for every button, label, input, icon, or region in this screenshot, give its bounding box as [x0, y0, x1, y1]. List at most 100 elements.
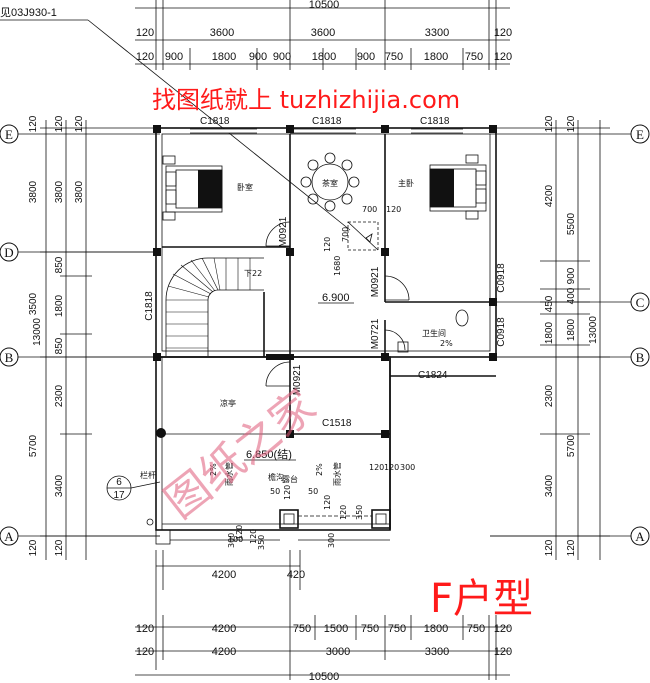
dim-bot2-4: 120	[494, 646, 512, 658]
dim-bottom-inner-0: 4200	[212, 569, 236, 581]
level-upper: 6.900	[322, 292, 350, 304]
level-terrace: 6.850(结)	[246, 448, 292, 461]
dim-bottom-total: 10500	[309, 671, 340, 683]
dim-right1-7: 3400	[544, 474, 555, 497]
axis-left-e: E	[5, 127, 13, 142]
door-bedroom: M0921	[278, 216, 289, 247]
left-dimensions: 120 3800 3500 5700 120 13000 120 3800 85…	[28, 115, 160, 560]
note-120b: 120	[323, 237, 332, 252]
railing-note: 栏杆	[140, 470, 156, 480]
top-dimensions: 10500 120 3600 3600 3300 120 120 900 180…	[135, 0, 512, 70]
dim-top2-10: 120	[494, 51, 512, 63]
room-bath: 卫生间	[422, 328, 446, 338]
dim-left1-0: 120	[28, 115, 39, 132]
note-120f: 120	[283, 485, 292, 500]
dim-bot1-2: 750	[293, 623, 311, 635]
dim-right1-8: 120	[544, 539, 555, 556]
dim-bot1-6: 1800	[424, 623, 448, 635]
note-350a: 350	[257, 535, 266, 550]
window-top-mid: C1818	[312, 116, 342, 127]
dim-top2-8: 1800	[424, 51, 448, 63]
gutter-note: 檐沟	[268, 472, 284, 482]
detail-num: 6	[116, 477, 122, 488]
dim-left1-3: 5700	[28, 434, 39, 457]
dim-right1-6: 2300	[544, 384, 555, 407]
dim-bot2-1: 4200	[212, 646, 236, 658]
note-120a: 120	[386, 205, 401, 214]
dim-top2-7: 750	[385, 51, 403, 63]
dim-bot1-5: 750	[388, 623, 406, 635]
dim-bot1-0: 120	[136, 623, 154, 635]
door-bath: M0721	[370, 318, 381, 349]
drain2: 雨水管	[332, 462, 342, 486]
dim-left2-2: 850	[54, 256, 65, 273]
dim-top2-1: 900	[165, 51, 183, 63]
dim-top1-3: 3300	[425, 27, 449, 39]
dim-top-total: 10500	[309, 0, 340, 11]
right-total-label: 13000	[588, 316, 599, 344]
dim-right2-7: 120	[566, 539, 577, 556]
dim-bot2-2: 3000	[326, 646, 350, 658]
window-left: C1818	[144, 291, 155, 321]
dim-right1-4: 1800	[566, 318, 577, 341]
detail-callout: 6 17	[106, 475, 161, 501]
bed-icon	[162, 155, 223, 221]
watermark-banner: 找图纸就上 tuzhizhijia.com	[152, 86, 460, 114]
dim-right2-0: 120	[566, 115, 577, 132]
note-300a: 300	[400, 463, 415, 472]
tea-table-icon	[300, 152, 360, 212]
note-120e: 120	[235, 525, 244, 540]
dim-right2-6: 5700	[566, 434, 577, 457]
dim-top1-1: 3600	[210, 27, 234, 39]
dim-top2-6: 900	[357, 51, 375, 63]
door-swings	[265, 221, 410, 387]
dim-top2-2: 1800	[212, 51, 236, 63]
dim-right2-1: 5500	[566, 212, 577, 235]
slope1: 2%	[209, 463, 218, 476]
dim-right1-3: 400	[566, 287, 577, 304]
shaft-icon	[347, 221, 379, 251]
left-total-label: 13000	[32, 318, 43, 346]
ref-label: 见03J930-1	[0, 7, 57, 19]
axis-left-d: D	[4, 245, 13, 260]
dim-left2-5: 2300	[54, 384, 65, 407]
dim-bot1-1: 4200	[212, 623, 236, 635]
window-top-right: C1818	[420, 116, 450, 127]
dim-bot1-8: 120	[494, 623, 512, 635]
dim-right1-2: 900	[566, 267, 577, 284]
dim-left2-6: 3400	[54, 474, 65, 497]
dim-bot2-3: 3300	[425, 646, 449, 658]
axis-right-e: E	[636, 127, 644, 142]
dim-top2-3: 900	[249, 51, 267, 63]
type-label: F户型	[430, 576, 533, 622]
left-axis-bubbles: E D B A	[0, 124, 160, 546]
dim-bottom-inner-1: 420	[287, 569, 305, 581]
dim-top1-4: 120	[494, 27, 512, 39]
room-master: 主卧	[398, 178, 414, 188]
slope2: 2%	[315, 463, 324, 476]
watermark-stamp: 图纸之家	[155, 380, 325, 529]
dim-left1-1: 3800	[28, 180, 39, 203]
dim-right1-0: 120	[544, 115, 555, 132]
dim-left2-4: 850	[54, 337, 65, 354]
dim-bot1-4: 750	[361, 623, 379, 635]
right-axis-bubbles: E C B A	[490, 124, 650, 546]
room-tearoom: 茶室	[322, 178, 338, 188]
window-right-upper: C0918	[496, 263, 507, 293]
window-bath: C1824	[418, 370, 448, 381]
dim-left1-4: 120	[28, 539, 39, 556]
note-300c: 300	[227, 533, 236, 548]
note-300b: 300	[327, 533, 336, 548]
dim-left3-1: 3800	[74, 180, 85, 203]
note-50a: 50	[270, 487, 280, 496]
dim-left2-7: 120	[54, 539, 65, 556]
room-hall: 凉亭	[220, 398, 236, 408]
door-hall: M0921	[292, 364, 303, 395]
drain1: 雨水管	[224, 462, 234, 486]
dim-right2-5: 1800	[544, 321, 555, 344]
detail-sheet: 17	[113, 490, 125, 501]
note-350b: 350	[355, 505, 364, 520]
axis-right-b: B	[636, 350, 645, 365]
right-dimensions: 120 4200 900 400 1800 2300 3400 120 5500…	[490, 115, 610, 560]
